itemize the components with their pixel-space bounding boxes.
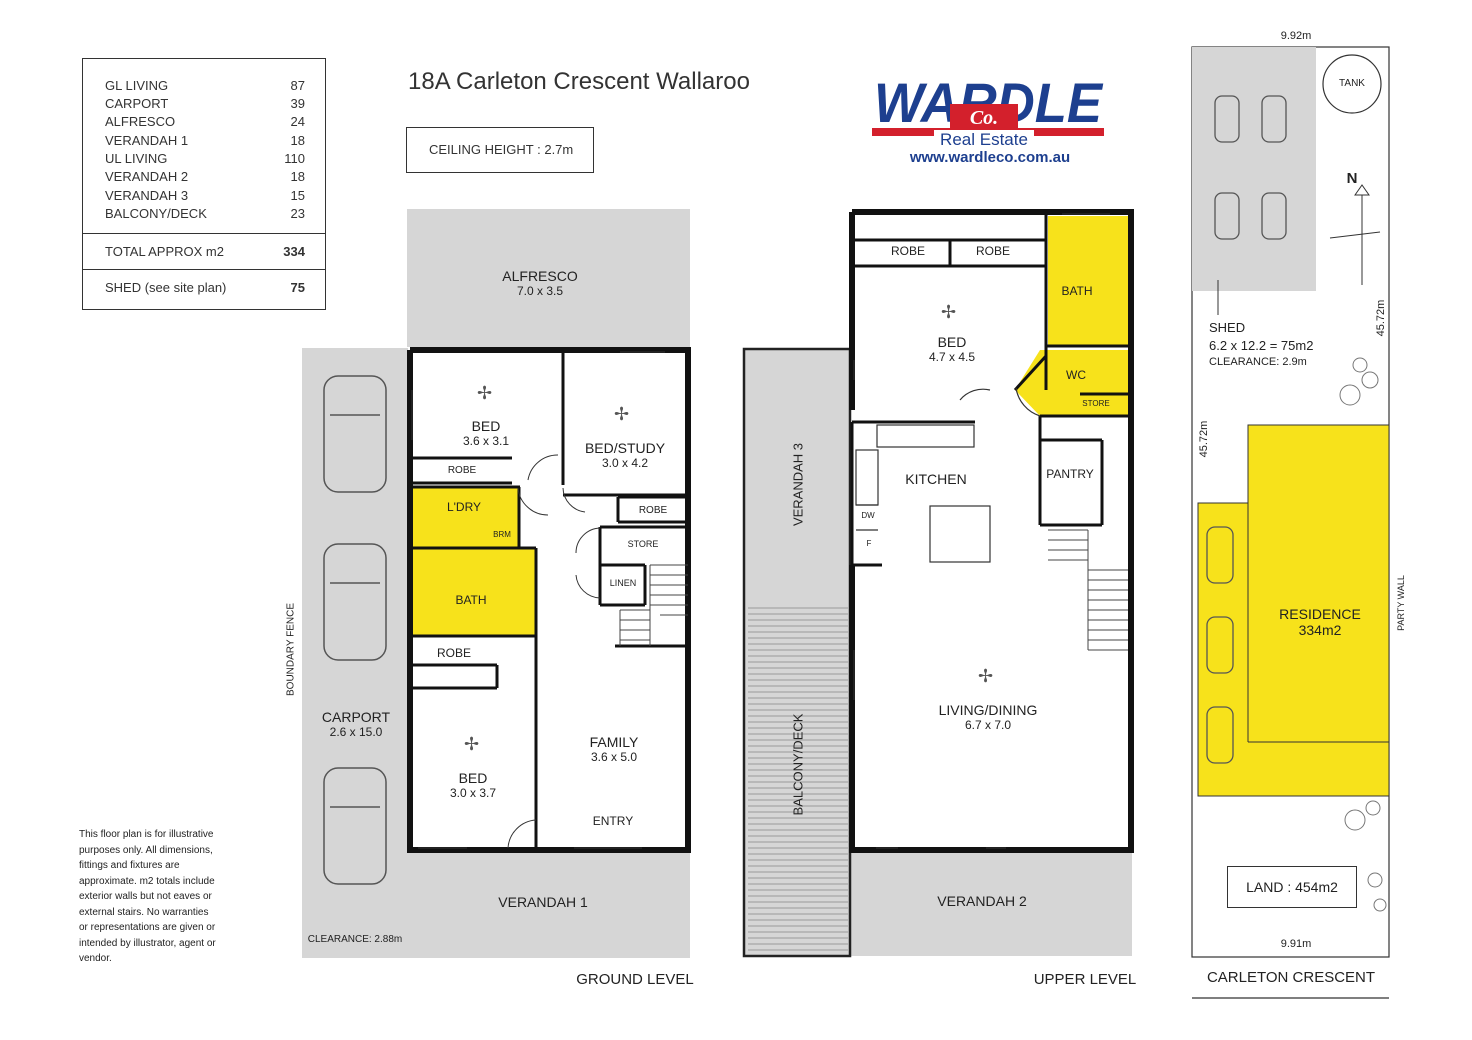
ceiling-height-box: CEILING HEIGHT : 2.7m bbox=[406, 127, 594, 173]
shed-area bbox=[1192, 47, 1316, 291]
dishwasher-label: DW bbox=[861, 511, 875, 520]
shed-label: SHED bbox=[1209, 320, 1246, 335]
upper-level-plan bbox=[742, 209, 1134, 958]
robe-label: ROBE bbox=[447, 465, 477, 476]
tank-circle bbox=[1322, 54, 1382, 114]
upper-level-title: UPPER LEVEL bbox=[1033, 971, 1137, 988]
alfresco-area bbox=[407, 209, 690, 347]
shed-dimension: 6.2 x 12.2 = 75m2 bbox=[1209, 338, 1314, 353]
site-plan bbox=[1191, 46, 1390, 999]
party-wall-label: PARTY WALL bbox=[1396, 575, 1406, 631]
room-bath-upper: BATH bbox=[1061, 284, 1093, 298]
room-laundry: L'DRY bbox=[446, 500, 482, 514]
ceiling-fan-icon: ✢ bbox=[477, 383, 493, 403]
street-name: CARLETON CRESCENT bbox=[1206, 969, 1376, 986]
robe-label: ROBE bbox=[890, 244, 925, 258]
disclaimer: This floor plan is for illustrative purp… bbox=[79, 829, 216, 964]
carport-area bbox=[302, 348, 408, 958]
boundary-fence-label: BOUNDARY FENCE bbox=[285, 603, 297, 696]
verandah3-area bbox=[744, 349, 850, 956]
room-bath: BATH bbox=[455, 593, 487, 607]
page-title: 18A Carleton Crescent Wallaroo bbox=[408, 68, 750, 95]
verandah1-area bbox=[408, 852, 690, 958]
site-bottom-dimension: 9.91m bbox=[1280, 938, 1312, 950]
robe-label: ROBE bbox=[436, 646, 471, 660]
ceiling-fan-icon: ✢ bbox=[614, 404, 630, 424]
store-label: STORE bbox=[1082, 399, 1110, 408]
linen-label: LINEN bbox=[609, 578, 637, 588]
land-area-box: LAND : 454m2 bbox=[1227, 866, 1357, 908]
ceiling-fan-icon: ✢ bbox=[941, 302, 957, 322]
laundry-highlight bbox=[412, 487, 519, 547]
tank-label: TANK bbox=[1339, 78, 1365, 89]
room-pantry: PANTRY bbox=[1046, 467, 1094, 481]
verandah2-label: VERANDAH 2 bbox=[937, 893, 1027, 909]
site-top-dimension: 9.92m bbox=[1280, 30, 1312, 42]
ground-level-title: GROUND LEVEL bbox=[576, 971, 694, 988]
verandah3-label: VERANDAH 3 bbox=[790, 442, 806, 527]
ground-level-plan bbox=[302, 209, 691, 958]
room-wc: WC bbox=[1066, 368, 1086, 382]
ceiling-fan-icon: ✢ bbox=[978, 666, 994, 686]
shed-clearance: CLEARANCE: 2.9m bbox=[1209, 356, 1307, 368]
bath-highlight bbox=[412, 548, 536, 636]
fridge-label: F bbox=[866, 539, 872, 548]
upper-bath-highlight bbox=[1048, 216, 1128, 346]
store-label: STORE bbox=[627, 539, 659, 549]
broom-label: BRM bbox=[493, 530, 511, 539]
summary-shed: SHED (see site plan)75 bbox=[105, 280, 305, 295]
verandah1-label: VERANDAH 1 bbox=[498, 894, 588, 910]
logo-url: www.wardleco.com.au bbox=[909, 149, 1071, 166]
logo-subtitle: Real Estate bbox=[940, 130, 1028, 149]
site-side-dimension: 45.72m bbox=[1375, 299, 1387, 337]
room-kitchen: KITCHEN bbox=[905, 471, 967, 487]
north-label: N bbox=[1346, 170, 1358, 187]
ceiling-fan-icon: ✢ bbox=[464, 734, 480, 754]
carport-clearance: CLEARANCE: 2.88m bbox=[307, 934, 403, 945]
robe-label: ROBE bbox=[975, 244, 1010, 258]
balcony-deck-label: BALCONY/DECK bbox=[790, 713, 806, 816]
verandah2-area bbox=[851, 852, 1132, 956]
entry-label: ENTRY bbox=[592, 814, 634, 828]
robe-label: ROBE bbox=[638, 505, 668, 516]
wardle-logo: WARDLE Co. Real Estate bbox=[872, 71, 1104, 149]
site-side-dimension: 45.72m bbox=[1198, 420, 1210, 458]
logo-co: Co. bbox=[970, 107, 998, 129]
